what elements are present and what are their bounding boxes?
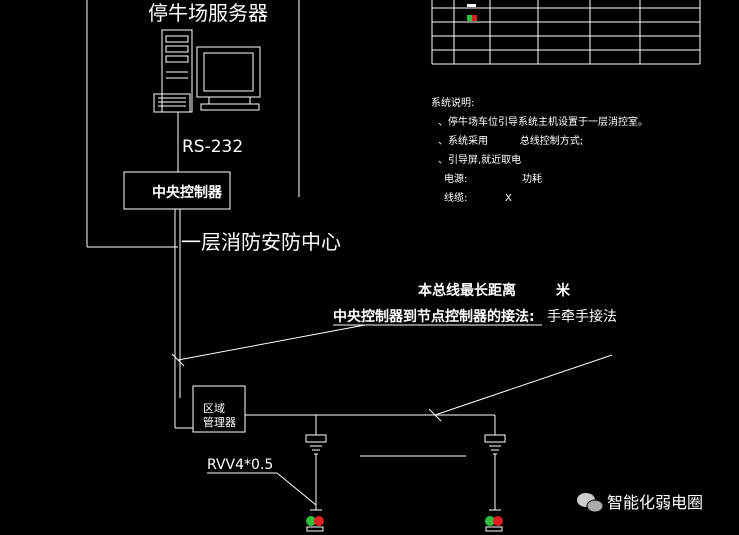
notes-power-label: 电源: — [444, 172, 467, 185]
table-indicator-icon — [467, 4, 477, 21]
notes-cable-value: X — [505, 193, 512, 204]
central-controller-label: 中央控制器 — [152, 184, 223, 201]
cable-spec-label: RVV4*0.5 — [207, 457, 273, 473]
notes-title: 系统说明: — [431, 96, 474, 109]
legend-table — [431, 0, 701, 65]
detector-bus — [245, 414, 496, 457]
zone-manager-label-1: 区域 — [203, 402, 225, 415]
indicator-light-icon — [485, 516, 503, 532]
watermark-text: 智能化弱电圈 — [607, 493, 703, 512]
bus-tick — [171, 353, 185, 367]
right-leader-line — [434, 354, 613, 416]
connection-method-label: 中央控制器到节点控制器的接法: — [333, 308, 535, 325]
rs232-label: RS-232 — [182, 137, 243, 157]
server-room-frame — [86, 0, 300, 248]
detector-icon — [305, 434, 327, 511]
right-tick — [428, 408, 442, 422]
notes-cable-label: 线缆: — [444, 191, 467, 204]
server-title: 停牛场服务器 — [148, 1, 268, 25]
first-floor-center-label: 一层消防安防中心 — [181, 230, 341, 254]
indicator-light-icon — [306, 516, 324, 532]
bus-max-distance-label: 本总线最长距离 — [418, 282, 516, 299]
cable-spec-leader — [276, 472, 317, 506]
bus-leader-line — [177, 324, 366, 361]
zone-manager-box — [192, 385, 246, 433]
notes-power-consumption: 功耗 — [522, 173, 542, 185]
main-bus — [174, 209, 193, 429]
notes-line-1: 、停牛场车位引导系统主机设置于一层消控室。 — [438, 115, 648, 128]
connection-method-value: 手牵手接法 — [547, 308, 617, 325]
notes-line-3: 、引导屏,就近取电 — [438, 153, 521, 166]
server-tower-icon — [153, 29, 193, 113]
detector-icon — [484, 434, 506, 511]
zone-manager-label-2: 管理器 — [203, 415, 236, 429]
wechat-icon — [577, 493, 604, 513]
bus-distance-unit: 米 — [556, 282, 571, 299]
notes-line-2: 、系统采用 总线控制方式; — [438, 134, 583, 147]
monitor-icon — [196, 46, 261, 111]
central-controller-box — [123, 171, 231, 210]
